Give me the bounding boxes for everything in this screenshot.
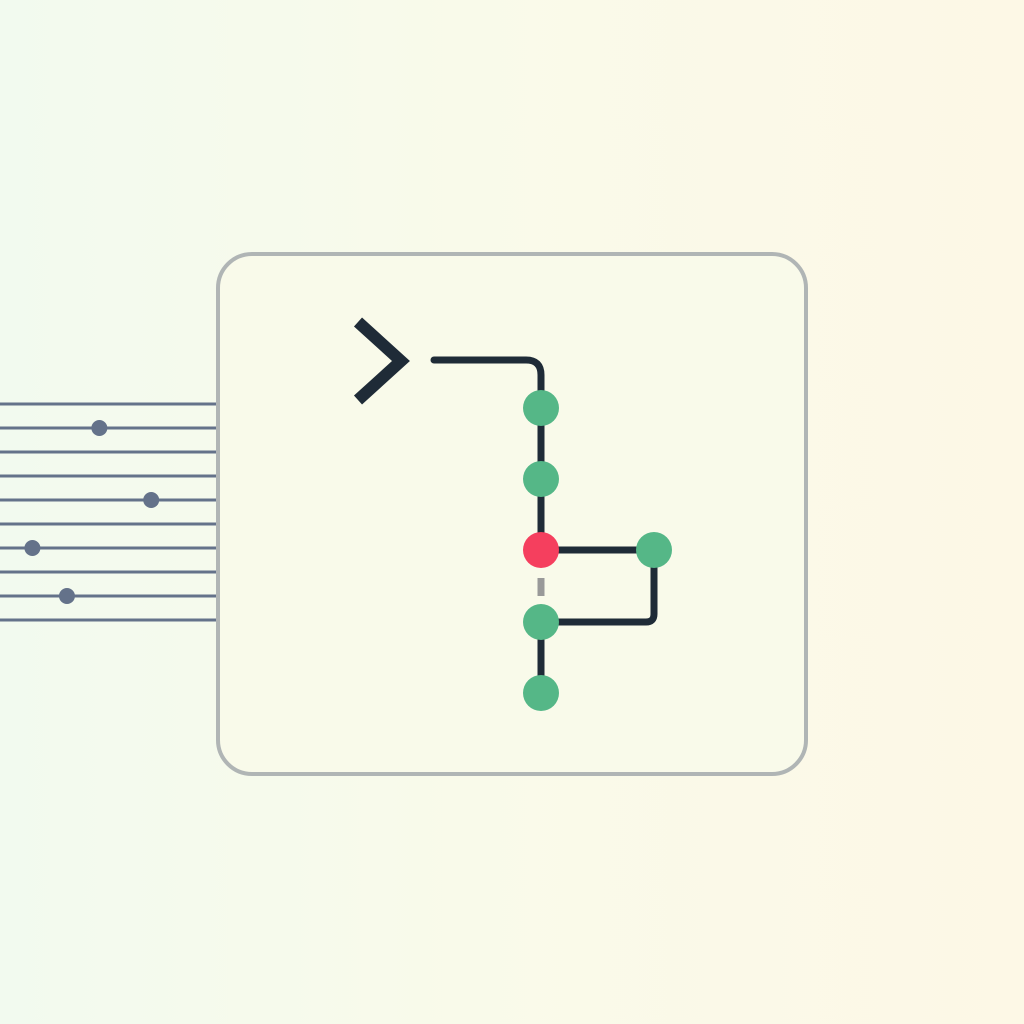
wire-bead [91, 420, 108, 436]
commit-node [523, 675, 559, 711]
entry-line [430, 356, 545, 412]
branch-line [541, 546, 658, 626]
wire-bead [58, 588, 75, 604]
commit-node [523, 604, 559, 640]
commit-node [523, 390, 559, 426]
git-branch-graph-icon [430, 356, 672, 711]
wire-bead [24, 540, 41, 556]
branch-commit-node [636, 532, 672, 568]
conflict-node [523, 532, 559, 568]
commit-node [523, 461, 559, 497]
wire-bead [143, 492, 160, 508]
terminal-prompt-icon [353, 317, 410, 405]
input-wires-icon [0, 402, 216, 622]
card-frame [216, 252, 808, 776]
